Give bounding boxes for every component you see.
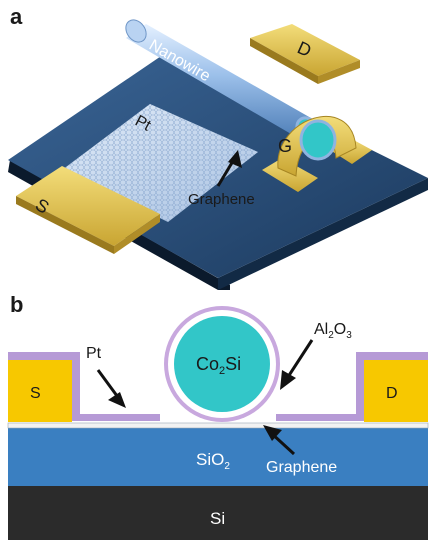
sio2-layer [8,428,428,486]
pt-label-b: Pt [86,345,102,362]
gate-label: G [278,136,292,156]
chip-right-side [218,178,428,290]
source-electrode-front [114,214,160,254]
panel-b-letter: b [10,292,24,317]
si-substrate [8,486,428,540]
sio2-label: SiO2 [196,450,230,472]
source-contact [8,360,72,422]
co2si-core [174,316,270,412]
panel-b-cross-section: S D Pt Co2Si Al2O3 SiO2 Graphene Si [7,306,429,540]
gate-electrode [262,116,372,192]
al2o3-arrow [284,339,314,381]
graphene-layer [7,422,429,429]
graphene-label-a: Graphene [188,191,255,208]
drain-electrode-front [318,60,360,84]
al2o3-label: Al2O3 [314,321,352,341]
panel-a-device-schematic: S D G Nanowire Pt Graphene [8,19,428,290]
source-electrode-side [16,196,114,254]
pt-layer-right [276,352,428,421]
drain-contact [364,360,428,422]
source-label-b: S [30,385,41,402]
graphene-arrow-head [228,150,242,168]
si-label: Si [210,509,225,528]
drain-electrode-top [250,24,360,76]
pt-layer-left [8,352,160,421]
co2si-label: Co2Si [196,354,241,377]
pt-arrow-head [108,392,126,408]
graphene-label-b: Graphene [266,459,337,476]
al2o3-arrow-head [280,370,296,390]
source-electrode-top [16,166,160,246]
graphene-arrow-head-b [263,425,282,441]
drain-label-b: D [386,385,398,402]
panel-a-letter: a [10,4,23,29]
drain-electrode-side [250,38,318,84]
